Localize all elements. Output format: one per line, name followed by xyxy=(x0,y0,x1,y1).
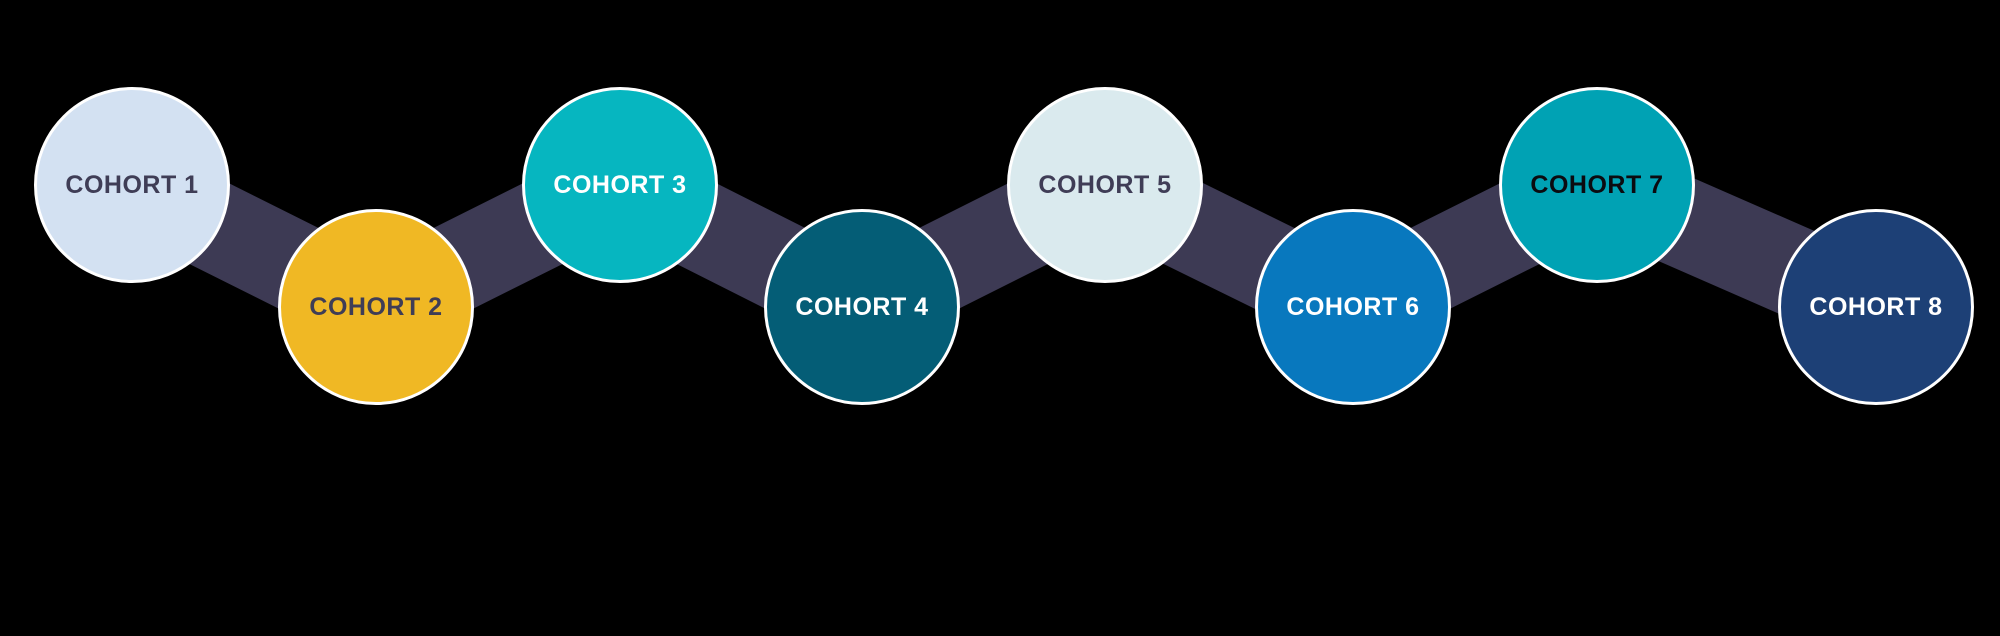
cohort-2-label: COHORT 2 xyxy=(309,292,443,321)
cohort-7-label: COHORT 7 xyxy=(1530,170,1664,199)
cohort-4-circle: COHORT 4 xyxy=(764,209,960,405)
cohort-3-circle: COHORT 3 xyxy=(522,87,718,283)
cohort-5-label: COHORT 5 xyxy=(1038,170,1172,199)
cohort-8-label: COHORT 8 xyxy=(1809,292,1943,321)
cohort-7-circle: COHORT 7 xyxy=(1499,87,1695,283)
cohort-5-circle: COHORT 5 xyxy=(1007,87,1203,283)
cohort-8-circle: COHORT 8 xyxy=(1778,209,1974,405)
cohort-6-label: COHORT 6 xyxy=(1286,292,1420,321)
cohort-1-label: COHORT 1 xyxy=(65,170,199,199)
cohort-6-circle: COHORT 6 xyxy=(1255,209,1451,405)
cohort-1-circle: COHORT 1 xyxy=(34,87,230,283)
cohort-2-circle: COHORT 2 xyxy=(278,209,474,405)
cohort-3-label: COHORT 3 xyxy=(553,170,687,199)
cohort-4-label: COHORT 4 xyxy=(795,292,929,321)
